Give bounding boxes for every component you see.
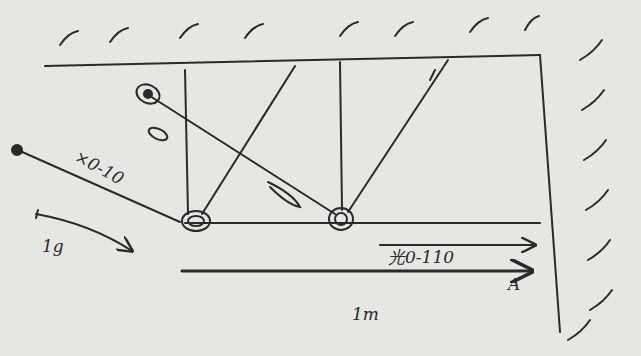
ceiling [45, 55, 540, 66]
string [340, 62, 342, 210]
wall-hatch [568, 40, 612, 340]
ceiling-hatch [60, 16, 539, 45]
rope [150, 96, 335, 214]
ball [182, 211, 210, 231]
tick [430, 70, 435, 80]
rod [185, 222, 540, 224]
speed-label: 光0-110 [388, 249, 454, 266]
ball-core [188, 216, 204, 226]
tick [36, 210, 38, 218]
ball-core [144, 90, 152, 98]
ball [12, 145, 22, 155]
ball [133, 81, 162, 107]
ball-outline [147, 125, 169, 143]
ball [329, 208, 353, 230]
length-label: 1m [352, 306, 379, 323]
mass-label: 1g [42, 238, 64, 255]
wall [540, 55, 560, 332]
ball-outline [268, 182, 300, 207]
tension-label: ×0-10 [72, 148, 126, 188]
string [185, 70, 188, 214]
velocity-arrow [380, 244, 535, 246]
length-arrow [182, 270, 532, 273]
point-label: A [508, 276, 520, 293]
string [202, 66, 295, 214]
string [348, 60, 448, 212]
ball-core [335, 213, 347, 225]
